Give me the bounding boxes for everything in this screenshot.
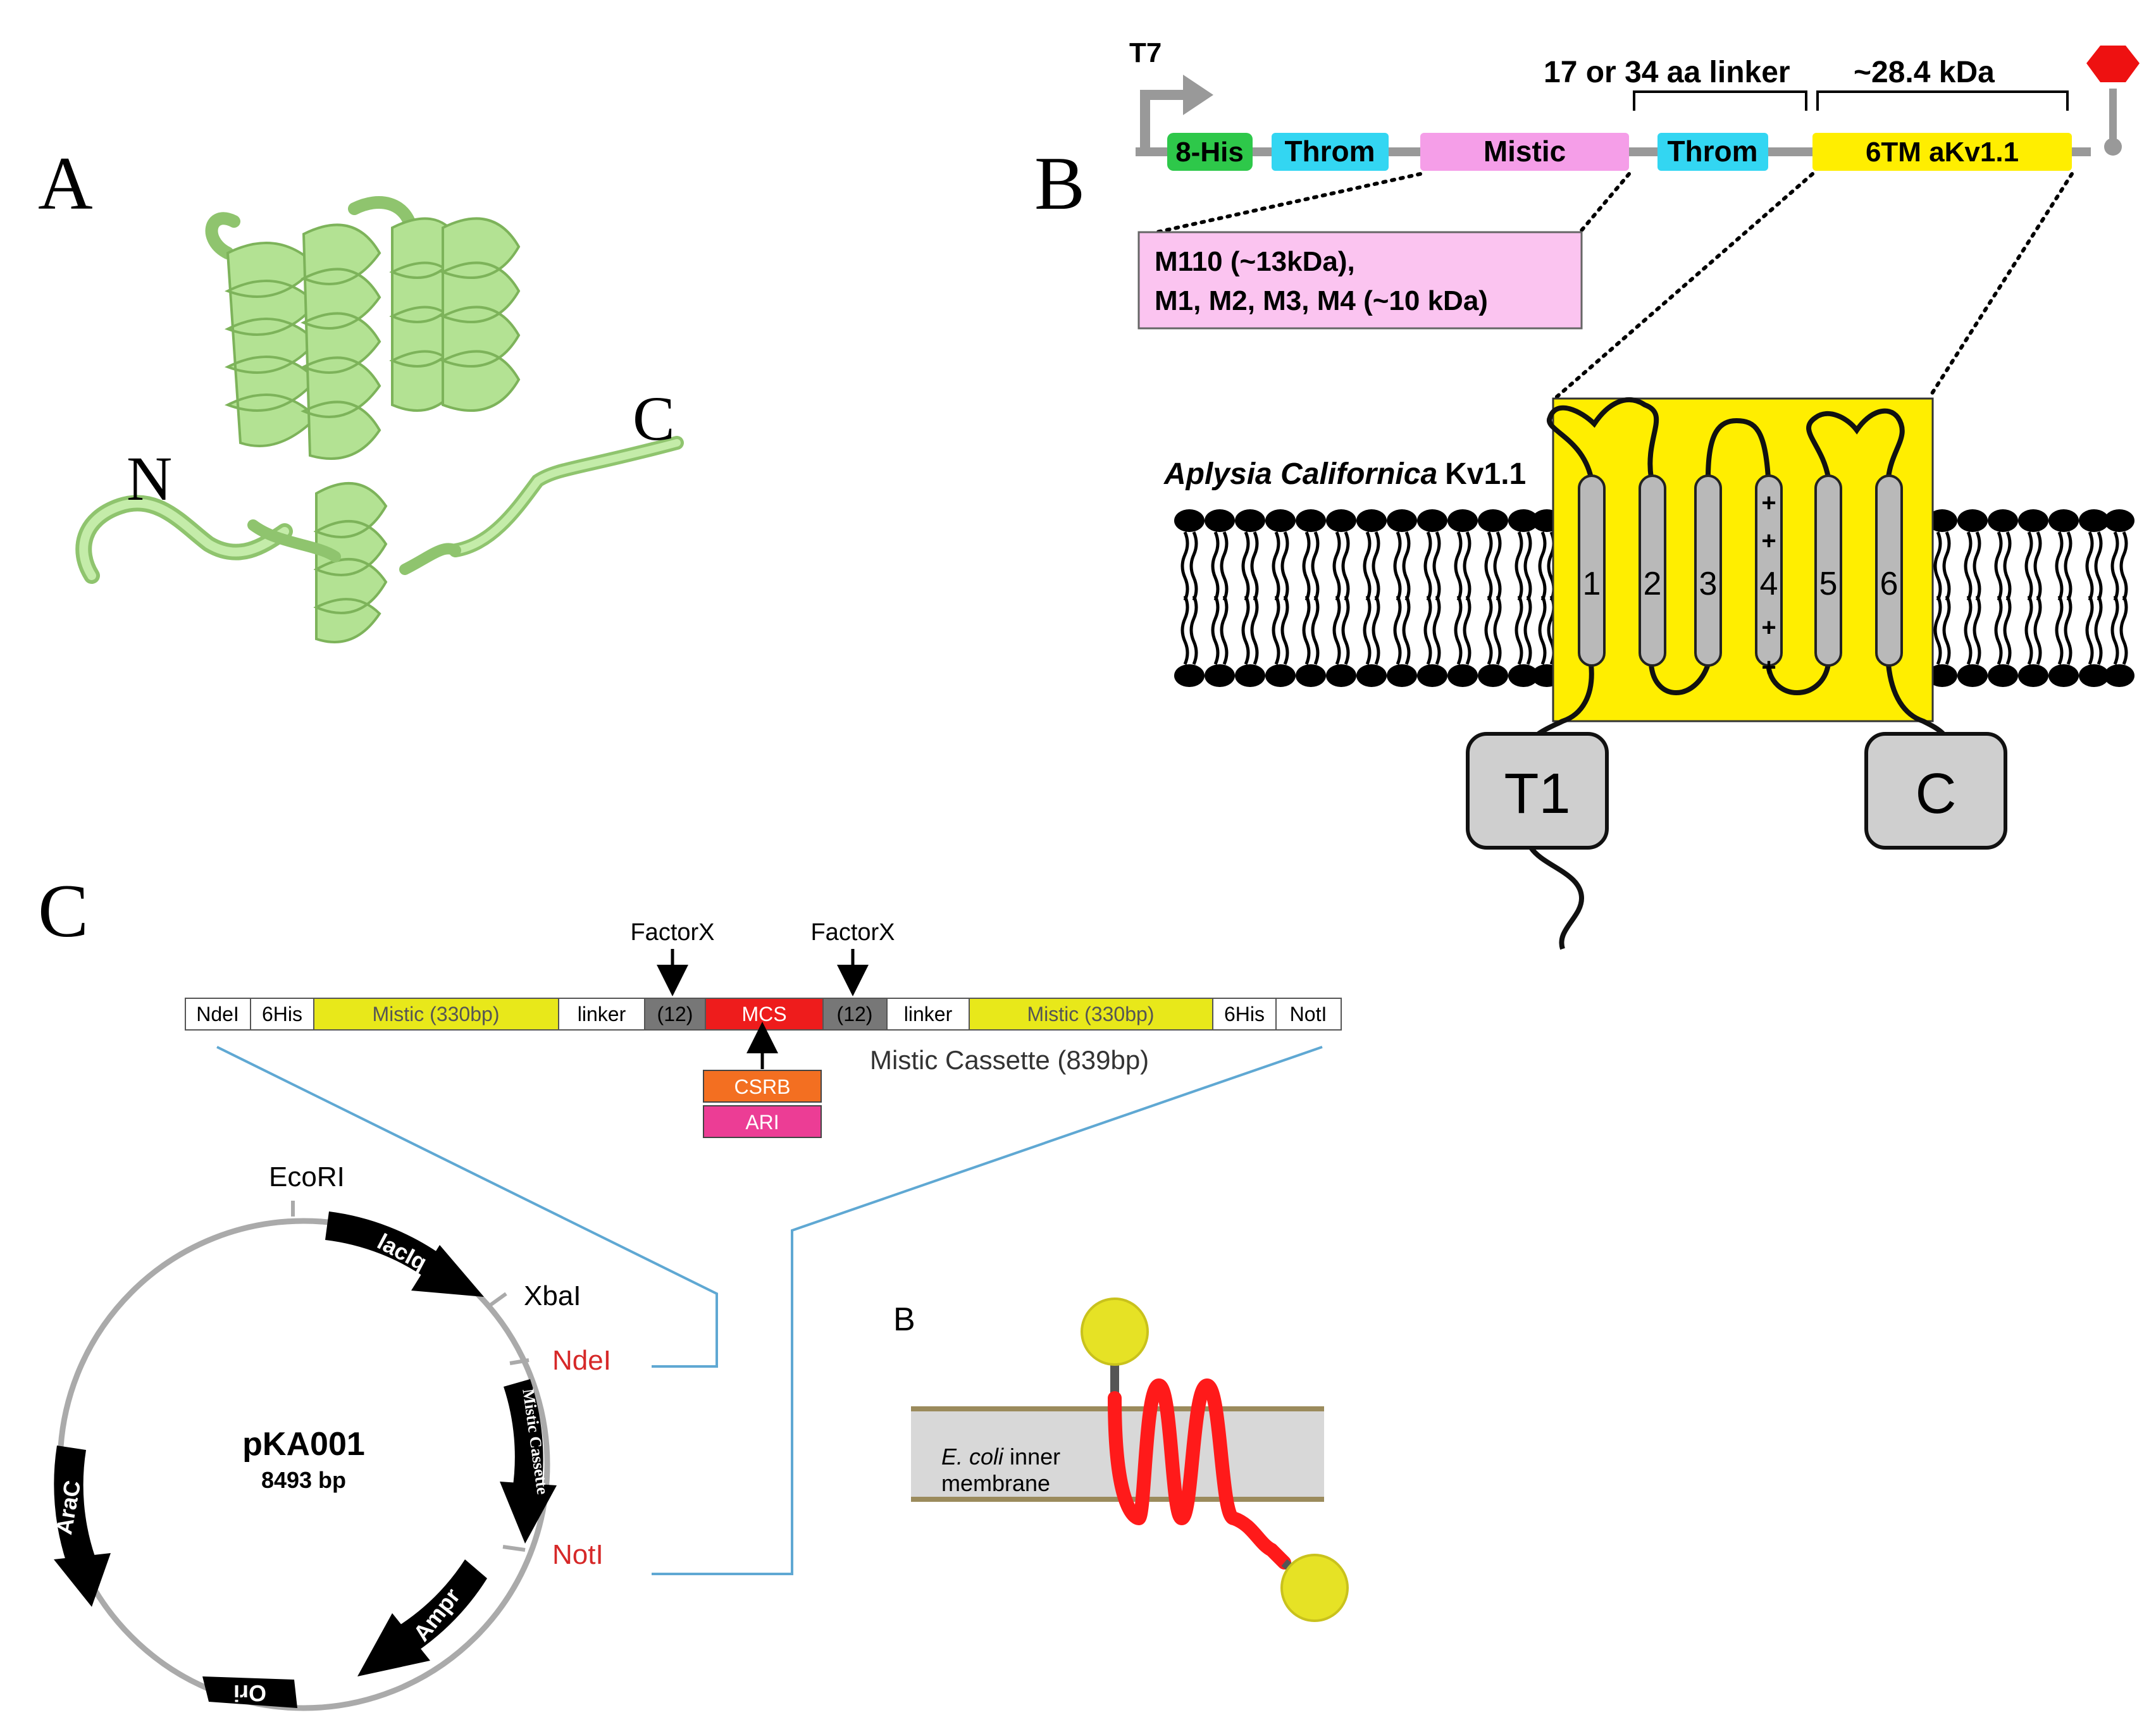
t7-label: T7 [1129,37,1162,68]
site-ecori: EcoRI [269,1161,345,1192]
kv-channel-box [1552,397,1934,722]
tm-protein [1081,1297,1349,1622]
cassette-linker-right: linker [904,1003,953,1025]
segment-6tm-kv [1812,133,2072,171]
segment-mistic [1420,133,1629,171]
segment-8his-label: 8-His [1175,137,1244,168]
zoom-lines [216,1046,1323,1575]
helix-1-label: 1 [1583,566,1601,602]
cassette-mcs: MCS [741,1003,786,1025]
lipid-bilayer-right [1927,509,2134,687]
linker-label: 17 or 34 aa linker [1544,56,1790,89]
c-terminal-domain [1280,1554,1349,1622]
segment-throm-1-label: Throm [1284,135,1375,168]
variants-line-1: M110 (~13kDa), [1155,246,1355,277]
cassette-mistic-left: Mistic (330bp) [373,1003,500,1025]
plasmid-name: pKA001 [242,1426,365,1463]
charge-3: + [1761,614,1776,641]
gene-amp-arrow [357,1559,487,1676]
cassette-ndei: NdeI [196,1003,239,1025]
charge-2: + [1761,527,1776,555]
linker-bracket [1633,90,1807,111]
mass-label: ~28.4 kDa [1854,56,1995,89]
n-terminal-domain [1081,1297,1149,1366]
cassette-linker-left: linker [578,1003,626,1025]
membrane-italic: E. coli [941,1444,1004,1470]
c-domain-label: C [1916,762,1957,826]
site-noti: NotI [552,1539,604,1570]
cassette-title: Mistic Cassette (839bp) [870,1045,1149,1075]
channel-loops [1528,397,1951,950]
helix-4 [1755,474,1783,667]
helix-6-label: 6 [1880,566,1899,602]
helix-2 [1639,474,1666,667]
gene-mistic-cassette-arrow [500,1379,557,1544]
ari-box [703,1105,822,1138]
cassette-12-left: (12) [657,1003,693,1025]
site-xbai: XbaI [524,1280,581,1311]
factorx-right-label: FactorX [810,919,895,946]
mistic-ribbon-structure [75,196,684,643]
mistic-variants-box [1137,231,1583,330]
factorx-left-label: FactorX [630,919,714,946]
csrb-box [703,1070,822,1103]
segment-throm-2-label: Throm [1667,135,1757,168]
helix-6 [1875,474,1903,667]
gene-ori-arrow [202,1676,297,1708]
channel-name: Kv1.1 [1445,457,1526,491]
panel-label-c: C [38,869,89,953]
t1-label: T1 [1504,762,1570,826]
csrb-label: CSRB [734,1075,791,1098]
mistic-cassette-bar [185,998,1342,1031]
tm-helices [1578,474,1903,667]
gene-ori-label: Ori [233,1680,266,1706]
mass-bracket [1816,90,2069,111]
cassette-12-right: (12) [837,1003,873,1025]
variants-line-2: M1, M2, M3, M4 (~10 kDa) [1155,285,1488,316]
membrane-label-2: membrane [941,1470,1050,1496]
c-terminus-label: C [633,383,675,454]
helix-1 [1578,474,1606,667]
charge-1: + [1761,489,1776,517]
species-name: Aplysia Californica [1163,457,1437,491]
panel-label-b-bottom: B [893,1301,915,1338]
t1-domain [1466,732,1609,850]
charge-4: + [1761,653,1776,681]
ari-label: ARI [745,1111,779,1134]
membrane-label-1: E. coli inner [941,1444,1060,1470]
helix-2-label: 2 [1644,566,1662,602]
helix-3-label: 3 [1699,566,1718,602]
membrane-inner: inner [1003,1444,1060,1470]
site-ndei: NdeI [552,1345,611,1376]
helix-4-label: 4 [1760,566,1778,602]
cassette-6his-left: 6His [262,1003,302,1025]
panel-label-a: A [38,141,93,225]
gene-laciq-arrow [325,1211,484,1297]
helix-5 [1814,474,1842,667]
segment-throm-1 [1272,133,1389,171]
c-domain [1864,732,2007,850]
segment-mistic-label: Mistic [1484,135,1566,168]
cassette-mistic-right: Mistic (330bp) [1027,1003,1155,1025]
segment-6tm-kv-label: 6TM aKv1.1 [1866,137,2019,168]
panel-label-b-top: B [1034,141,1085,225]
n-terminus-label: N [127,443,172,514]
segment-8his [1167,133,1253,171]
helix-3 [1694,474,1722,667]
helix-5-label: 5 [1819,566,1838,602]
cassette-6his-right: 6His [1224,1003,1265,1025]
terminator-icon [2086,46,2140,156]
gene-arac-arrow [54,1446,111,1607]
plasmid-size: 8493 bp [261,1467,346,1493]
segment-throm-2 [1657,133,1768,171]
t7-promoter-arrow-icon [1140,75,1213,149]
lipid-bilayer-left [1174,509,1562,687]
cassette-noti: NotI [1290,1003,1327,1025]
